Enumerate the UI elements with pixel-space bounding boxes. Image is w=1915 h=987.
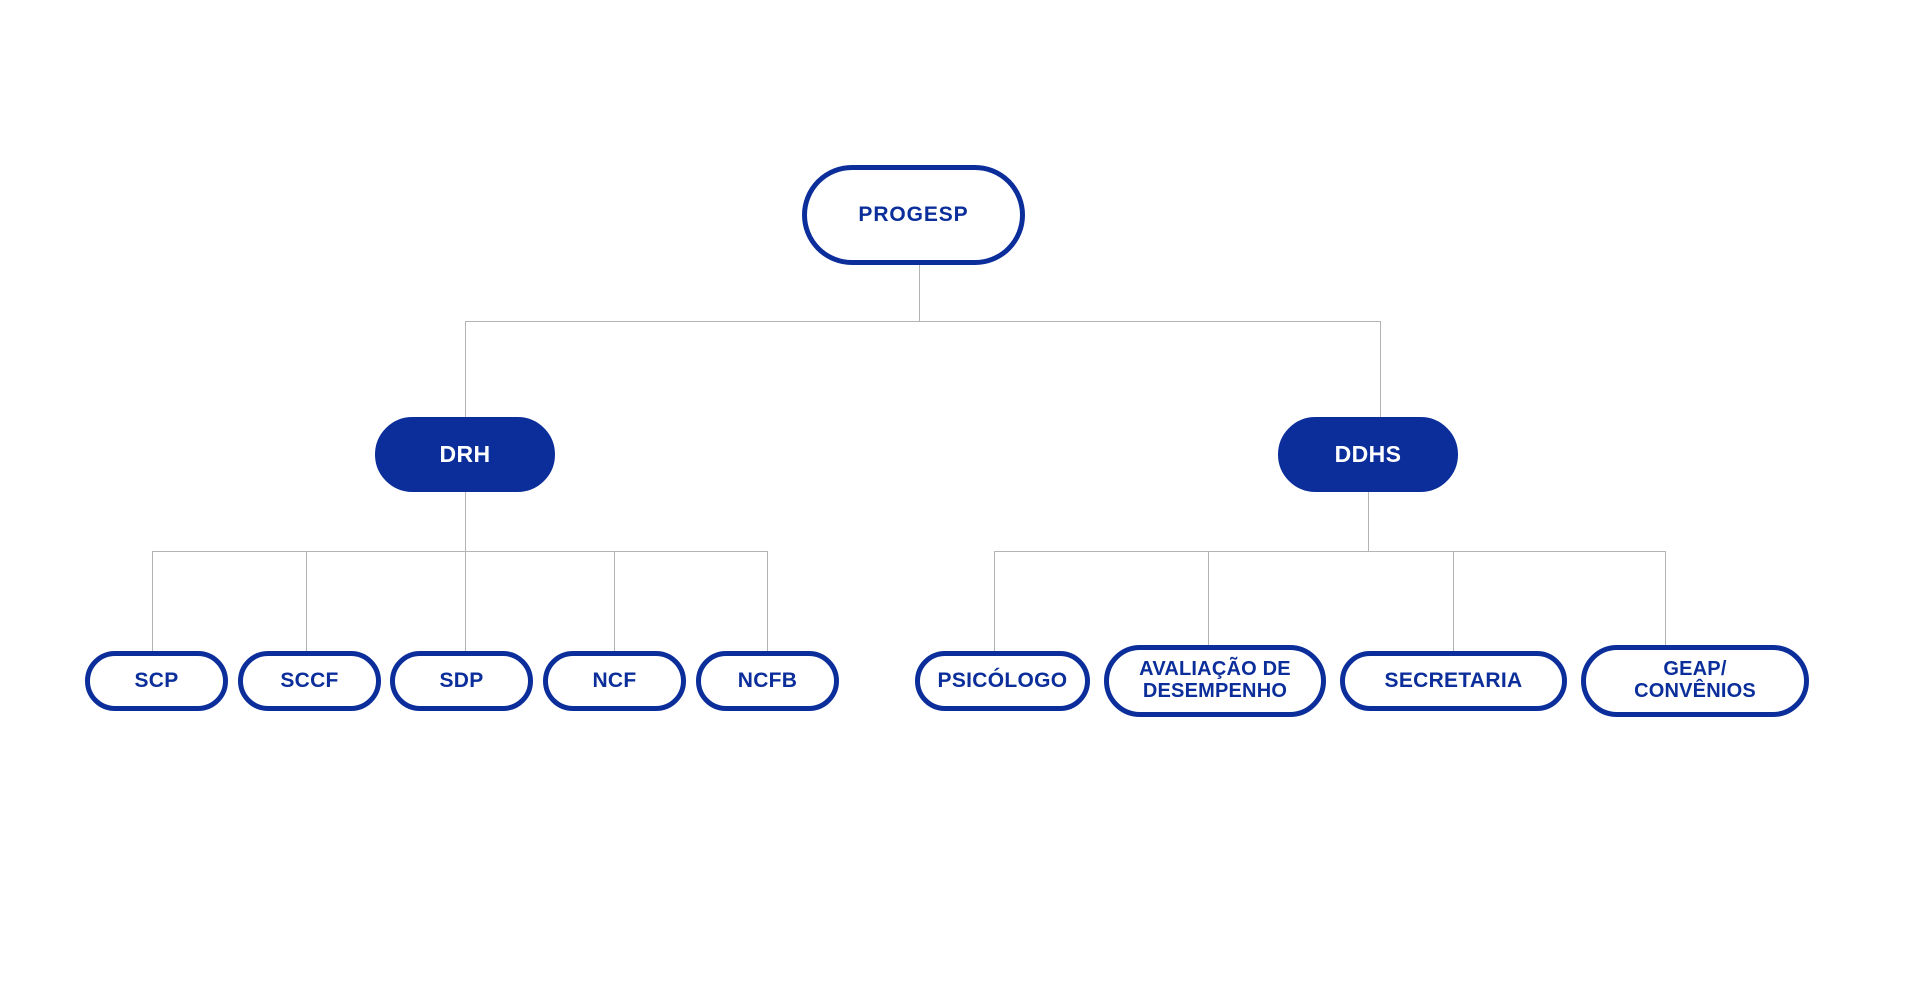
connector-leaf-ncf-drop — [614, 551, 615, 651]
org-node-psicologo[interactable]: PSICÓLOGO — [915, 651, 1090, 711]
org-node-sdp[interactable]: SDP — [390, 651, 533, 711]
org-node-avaliacao-desempenho[interactable]: AVALIAÇÃO DE DESEMPENHO — [1104, 645, 1326, 717]
connector-leaf-geap-drop — [1665, 551, 1666, 651]
connector-ddhs-stem — [1368, 492, 1369, 551]
org-node-sccf[interactable]: SCCF — [238, 651, 381, 711]
org-node-geap-convenios[interactable]: GEAP/ CONVÊNIOS — [1581, 645, 1809, 717]
connector-drh-stem — [465, 492, 466, 551]
connector-leaf-scp-drop — [152, 551, 153, 651]
connector-ddhs-drop — [1380, 321, 1381, 417]
connector-level1-bar — [465, 321, 1380, 322]
org-node-scp[interactable]: SCP — [85, 651, 228, 711]
org-node-ncf[interactable]: NCF — [543, 651, 686, 711]
connector-right-bar — [994, 551, 1665, 552]
org-node-ncfb[interactable]: NCFB — [696, 651, 839, 711]
connector-leaf-psicologo-drop — [994, 551, 995, 651]
connector-drh-drop — [465, 321, 466, 417]
connector-leaf-sdp-drop — [465, 551, 466, 651]
connector-left-bar — [152, 551, 767, 552]
connector-leaf-avaliacao-drop — [1208, 551, 1209, 651]
connector-leaf-secretaria-drop — [1453, 551, 1454, 651]
connector-root-stem — [919, 265, 920, 322]
org-node-progesp[interactable]: PROGESP — [802, 165, 1025, 265]
org-node-drh[interactable]: DRH — [375, 417, 555, 492]
connector-leaf-sccf-drop — [306, 551, 307, 651]
org-node-secretaria[interactable]: SECRETARIA — [1340, 651, 1567, 711]
connector-leaf-ncfb-drop — [767, 551, 768, 651]
org-node-ddhs[interactable]: DDHS — [1278, 417, 1458, 492]
